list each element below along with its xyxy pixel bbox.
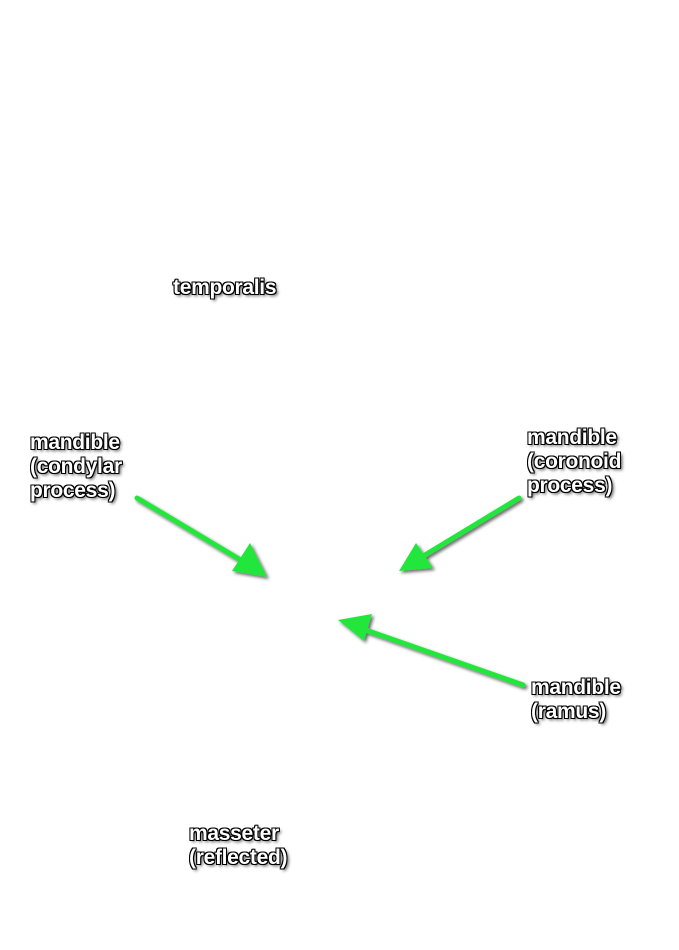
arrow-condylar-process — [134, 495, 267, 577]
label-temporalis: temporalis — [173, 276, 277, 299]
arrow-ramus — [338, 614, 526, 688]
arrow-coronoid-process — [399, 495, 522, 571]
label-masseter-reflected: masseter (reflected) — [189, 822, 288, 869]
label-mandible-condylar-process: mandible (condylar process) — [30, 431, 122, 502]
label-mandible-coronoid-process: mandible (coronoid process) — [527, 426, 622, 497]
label-mandible-ramus: mandible (ramus) — [531, 676, 621, 723]
